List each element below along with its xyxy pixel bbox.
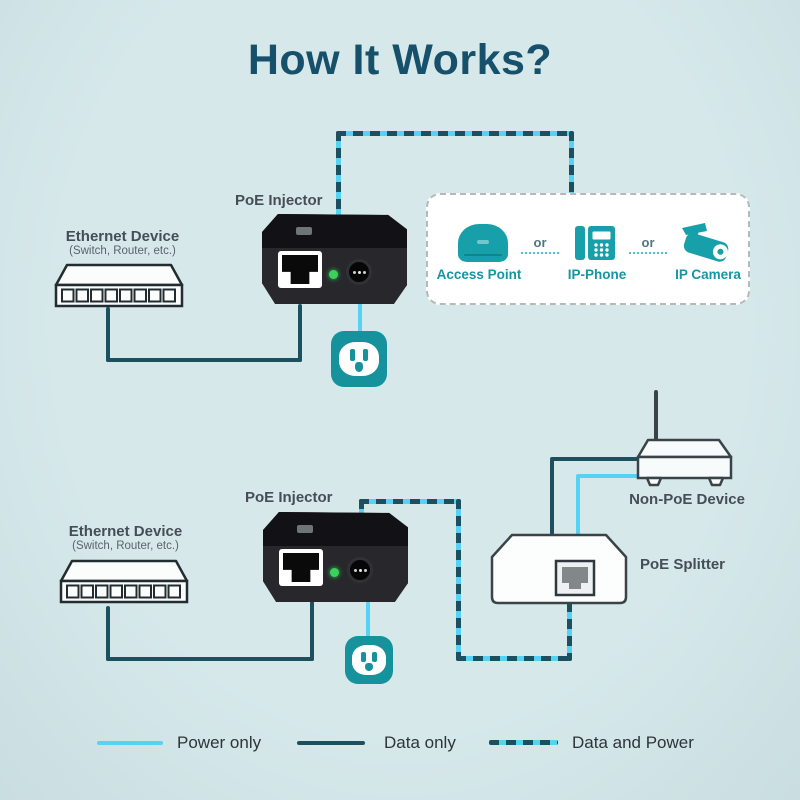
bottom-data-cable-segment [106,606,110,661]
legend-data-only-label: Data only [384,733,456,752]
or-text: or [641,235,655,250]
page-title: How It Works? [247,36,553,84]
bottom-data-power-cable-segment [456,656,572,661]
or-separator: or [520,235,560,254]
injector-dc-jack [347,557,373,583]
top-data-power-cable-segment [336,131,341,217]
powered-devices-box: Access Point or IP-Phone or [426,193,750,305]
power-outlet-icon [331,331,387,387]
legend-data-and-power-label: Data and Power [572,733,694,752]
ip-camera-icon [682,223,729,262]
bottom-ethernet-device-sublabel: (Switch, Router, etc.) [72,540,179,552]
bottom-data-power-cable-segment [456,499,461,661]
bottom-power-cable-segment [366,601,370,638]
bottom-data-cable-segment [106,657,314,661]
or-dotted-line [629,252,667,254]
top-data-cable-segment [298,304,302,362]
ip-phone-icon [575,226,615,260]
injector-rj45-port [278,251,322,288]
splitter-data-cable-segment [550,457,638,461]
top-data-power-cable-segment [569,131,574,195]
poe-injector-icon [262,214,407,304]
legend-data-only-swatch [297,741,365,745]
ip-phone-label: IP-Phone [567,267,627,282]
injector-top-face [262,214,407,249]
access-point-label: Access Point [436,267,522,282]
ethernet-switch-icon [59,559,189,604]
outlet-face [339,341,379,377]
injector-top-face [263,512,408,547]
ip-camera-label: IP Camera [675,267,741,282]
splitter-power-cable-segment [576,476,580,536]
access-point-icon [458,224,508,262]
ethernet-switch-icon [54,263,184,308]
or-text: or [533,235,547,250]
legend-power-only-label: Power only [177,733,262,752]
bottom-data-power-cable-segment [359,499,461,504]
poe-splitter-icon [490,533,628,605]
bottom-poe-injector-label: PoE Injector [245,489,333,506]
outlet-face [352,645,386,675]
top-ethernet-device-sublabel: (Switch, Router, etc.) [69,245,176,257]
top-power-cable-segment [358,302,362,333]
top-data-cable-segment [106,307,110,362]
non-poe-device-icon [636,390,733,487]
tp-link-logo [297,525,313,533]
top-data-power-cable-segment [336,131,574,136]
or-dotted-line [521,252,559,254]
injector-led [330,568,339,577]
bottom-ethernet-device-label: Ethernet Device [68,523,183,540]
top-data-cable-segment [106,358,302,362]
injector-rj45-port [279,549,323,586]
bottom-data-power-cable-segment [359,499,364,516]
tp-link-logo [296,227,312,235]
legend-power-only-swatch [97,741,163,745]
top-ethernet-device-label: Ethernet Device [65,228,180,245]
legend-data-and-power-swatch [489,740,558,745]
power-outlet-icon [345,636,393,684]
poe-injector-icon [263,512,408,602]
bottom-data-cable-segment [310,601,314,661]
injector-led [329,270,338,279]
splitter-data-cable-segment [550,459,554,536]
or-separator: or [628,235,668,254]
top-poe-injector-label: PoE Injector [235,192,323,209]
poe-splitter-label: PoE Splitter [640,556,726,573]
splitter-power-cable-segment [576,474,639,478]
bottom-data-power-cable-segment [567,602,572,661]
injector-dc-jack [346,259,372,285]
non-poe-device-label: Non-PoE Device [629,491,745,508]
